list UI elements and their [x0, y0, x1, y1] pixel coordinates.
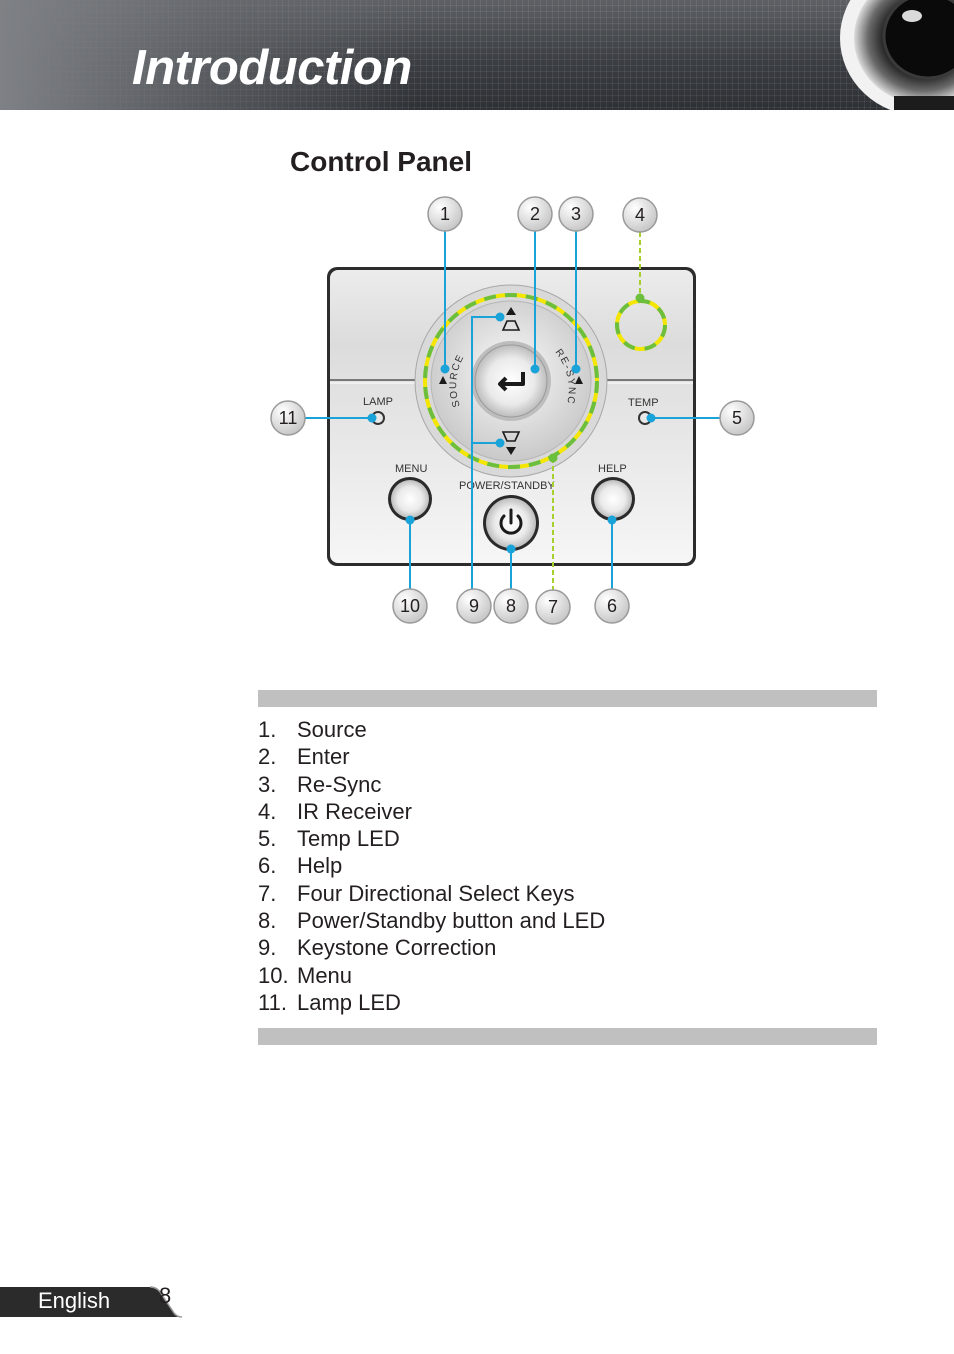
page-title: Introduction [132, 41, 412, 95]
list-item: 9.Keystone Correction [258, 935, 497, 961]
svg-text:7: 7 [548, 597, 558, 617]
projector-lens-icon [840, 0, 954, 110]
svg-text:6: 6 [607, 596, 617, 616]
triangle-right-icon [575, 376, 583, 384]
footer-language: English [38, 1288, 111, 1313]
list-item: 6.Help [258, 853, 343, 879]
callout-4: 4 [622, 197, 658, 233]
svg-text:10: 10 [400, 596, 420, 616]
callout-1: 1 [427, 196, 463, 232]
svg-text:11: 11 [279, 408, 298, 428]
svg-text:3: 3 [571, 204, 581, 224]
callout-3: 3 [558, 196, 594, 232]
callout-11: 11 [270, 400, 306, 436]
list-item: 1.Source [258, 717, 367, 742]
list-top-bar [258, 690, 877, 707]
callout-7: 7 [535, 589, 571, 625]
power-standby-label: POWER/STANDBY [459, 480, 555, 492]
list-bottom-bar [258, 1028, 877, 1045]
svg-text:4: 4 [635, 205, 645, 225]
svg-text:5: 5 [732, 408, 742, 428]
svg-text:9: 9 [469, 596, 479, 616]
list-item: 8.Power/Standby button and LED [258, 908, 606, 934]
menu-label: MENU [395, 463, 427, 475]
header-highlight [0, 0, 420, 110]
triangle-left-icon [439, 376, 447, 384]
callout-8: 8 [493, 588, 529, 624]
footer-language-tab [0, 1286, 182, 1318]
header-banner: Introduction [0, 0, 954, 110]
list-item: 2.Enter [258, 744, 350, 770]
svg-text:1: 1 [440, 204, 450, 224]
enter-arrow-icon [498, 372, 525, 392]
callout-lines [305, 231, 720, 589]
list-item: 4.IR Receiver [258, 798, 412, 824]
page-number: 8 [159, 1283, 172, 1308]
svg-text:2: 2 [530, 204, 540, 224]
callout-5: 5 [719, 400, 755, 436]
section-title: Control Panel [290, 146, 473, 177]
power-icon [499, 508, 523, 535]
temp-label: TEMP [628, 397, 659, 409]
callout-2: 2 [517, 196, 553, 232]
keystone-up-icon [501, 307, 521, 331]
list-item: 3.Re-Sync [258, 771, 382, 797]
callout-endpoints [367, 293, 656, 554]
list-item: 11.Lamp LED [258, 989, 401, 1015]
lamp-label: LAMP [363, 396, 393, 408]
list-item: 10.Menu [258, 962, 353, 988]
directional-dial [414, 284, 608, 478]
list-item: 5.Temp LED [258, 826, 400, 852]
parts-list: 1.Source 2.Enter 3.Re-Sync 4.IR Receiver… [258, 716, 605, 1016]
keystone-down-icon [501, 431, 521, 455]
callout-10: 10 [392, 588, 428, 624]
help-button[interactable] [591, 477, 635, 521]
callout-6: 6 [594, 588, 630, 624]
power-button[interactable] [483, 495, 539, 551]
help-label: HELP [598, 463, 627, 475]
control-panel-diagram: SOURCE RE-SYNC LAMP TEMP MENU HELP POWER… [270, 196, 755, 625]
list-item: 7.Four Directional Select Keys [258, 880, 575, 906]
callout-9: 9 [456, 588, 492, 624]
svg-text:8: 8 [506, 596, 516, 616]
menu-button[interactable] [388, 477, 432, 521]
